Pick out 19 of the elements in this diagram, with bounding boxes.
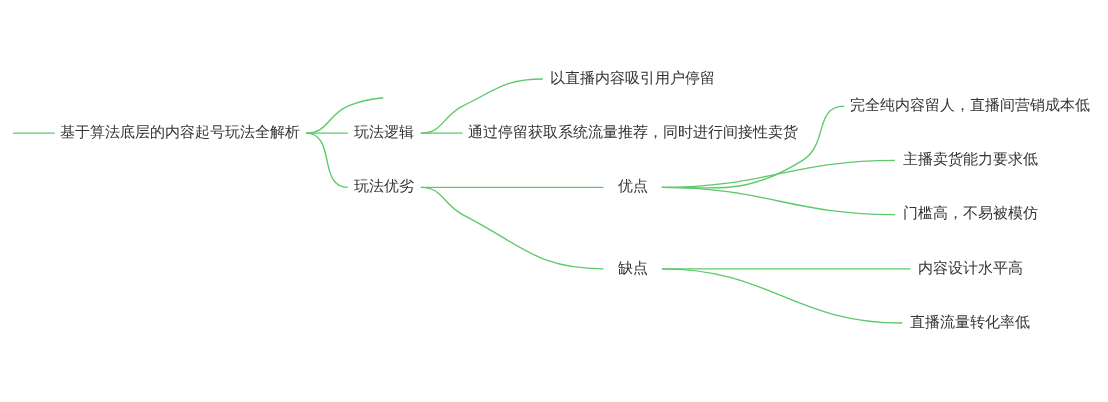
connector [420,186,605,270]
connector [661,268,903,324]
connector [661,186,896,216]
node-text: 优点 [617,177,648,195]
node-text: 通过停留获取系统流量推荐，同时进行间接性卖货 [467,123,798,141]
connector [12,132,56,134]
node-text: 玩法逻辑 [354,123,415,141]
node-text: 玩法优劣 [354,177,415,195]
node-text: 基于算法底层的内容起号玩法全解析 [60,123,301,141]
connector [420,132,464,134]
node-text: 主播卖货能力要求低 [902,150,1038,168]
node-text: 缺点 [617,258,648,276]
node-text: 内容设计水平高 [917,258,1023,276]
node-text: 直播流量转化率低 [910,312,1031,330]
node-text: 门槛高，不易被模仿 [902,204,1038,222]
node-text: 完全纯内容留人，直播间营销成本低 [850,95,1091,113]
node-text: 以直播内容吸引用户停留 [550,68,716,86]
connector [305,97,384,134]
connector [420,78,544,134]
